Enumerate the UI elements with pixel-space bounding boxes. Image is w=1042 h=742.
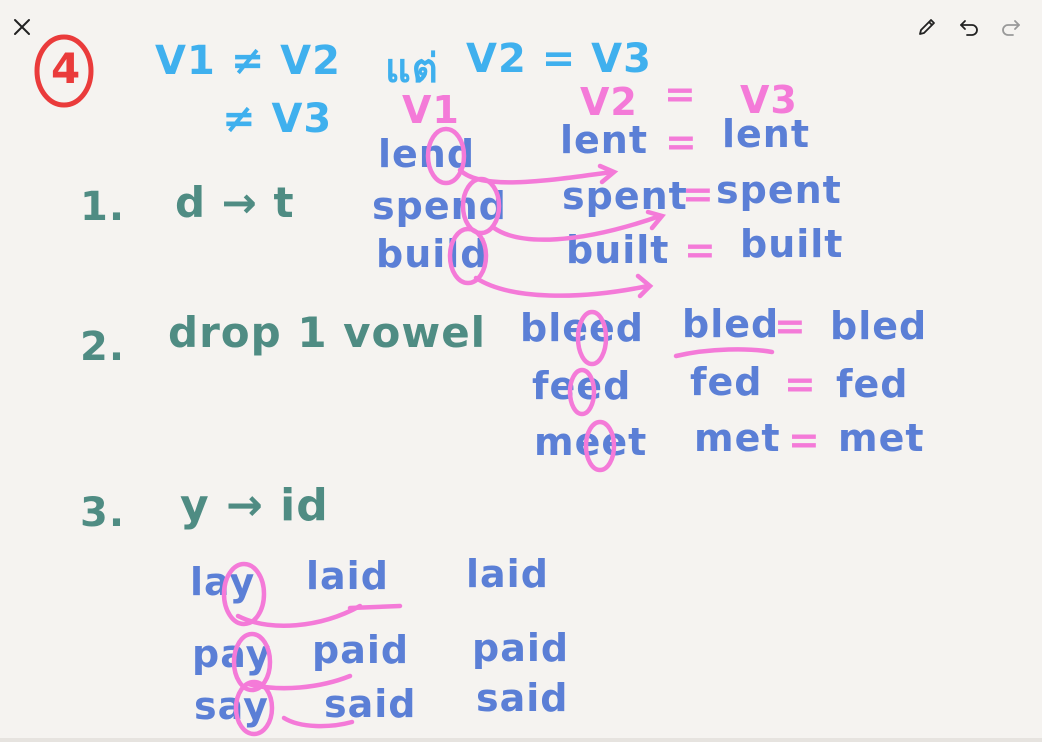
g1-lend-v2: lent — [560, 118, 649, 162]
col-label-v2: V2 — [580, 80, 638, 124]
g1-spend-eq: = — [682, 172, 715, 216]
header-thai: แต่ — [385, 46, 439, 92]
g3-pay-v3: paid — [472, 626, 570, 670]
pencil-icon — [919, 19, 935, 35]
col-label-v1: V1 — [402, 88, 460, 132]
g1-build-eq: = — [684, 228, 717, 272]
undo-icon — [960, 20, 978, 36]
g1-lend-v3: lent — [722, 112, 811, 156]
g2-feed-v1: feed — [532, 364, 632, 408]
link-lay — [235, 603, 363, 628]
badge-number: 4 — [51, 44, 82, 93]
bottom-strip — [0, 738, 1042, 742]
close-button[interactable] — [5, 10, 39, 44]
header-line2: ≠ V3 — [222, 96, 333, 142]
g3-say-v1: say — [194, 684, 269, 728]
g2-meet-v2: met — [694, 416, 781, 460]
undo-button[interactable] — [952, 10, 986, 44]
g1-spend-v3: spent — [716, 168, 842, 212]
rule-2-number: 2. — [80, 324, 126, 370]
g1-lend-v1: lend — [378, 132, 476, 176]
redo-button[interactable] — [994, 10, 1028, 44]
g3-say-v3: said — [476, 676, 569, 720]
g3-lay-v3: laid — [466, 552, 549, 596]
g2-feed-eq: = — [784, 362, 817, 406]
rule-1-text: d → t — [175, 178, 295, 227]
g3-pay-v1: pay — [192, 632, 272, 676]
g1-build-v1: build — [376, 232, 489, 276]
underline-laid — [347, 603, 403, 611]
g1-lend-eq: = — [665, 120, 698, 164]
g2-meet-v3: met — [838, 416, 925, 460]
g1-build-v2: built — [566, 228, 670, 272]
g2-meet-eq: = — [788, 418, 821, 462]
rule-2-text: drop 1 vowel — [168, 308, 487, 357]
g1-spend-v2: spent — [562, 174, 688, 218]
g3-pay-v2: paid — [312, 628, 410, 672]
g3-lay-v2: laid — [306, 554, 389, 598]
g3-lay-v1: lay — [190, 560, 256, 604]
g2-bleed-v2: bled — [682, 302, 780, 346]
g2-bleed-eq: = — [774, 304, 807, 348]
pencil-button[interactable] — [910, 10, 944, 44]
header-line1: V1 ≠ V2 — [155, 38, 341, 84]
col-label-eq: = — [664, 72, 697, 116]
g2-meet-v1: meet — [534, 420, 648, 464]
g2-bleed-v3: bled — [830, 304, 928, 348]
g1-spend-v1: spend — [372, 184, 507, 228]
g2-feed-v2: fed — [690, 360, 763, 404]
redo-icon — [1002, 20, 1020, 36]
close-icon — [14, 19, 30, 35]
rule-1-number: 1. — [80, 184, 126, 230]
header-v2-eq-v3: V2 = V3 — [466, 36, 652, 82]
g3-say-v2: said — [324, 682, 417, 726]
rule-3-number: 3. — [80, 490, 126, 536]
rule-3-text: y → id — [180, 480, 329, 531]
arrow-build — [473, 275, 651, 298]
g1-build-v3: built — [740, 222, 844, 266]
g2-bleed-v1: bleed — [520, 306, 644, 350]
underline-bled — [673, 347, 775, 359]
col-label-v3: V3 — [740, 78, 798, 122]
g2-feed-v3: fed — [836, 362, 909, 406]
